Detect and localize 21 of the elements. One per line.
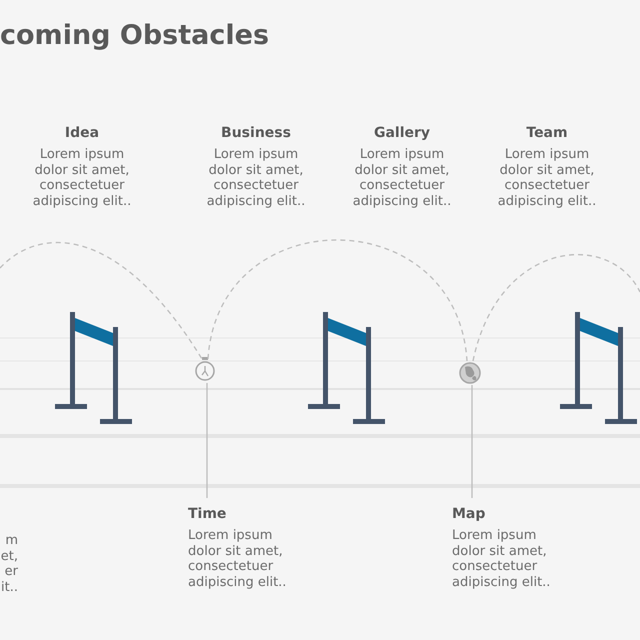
cropped-description: m et, er it..	[0, 533, 18, 595]
jump-path	[207, 240, 468, 362]
title: coming Obstacles	[0, 20, 270, 51]
item-heading: Business	[220, 125, 292, 141]
item-description: Lorem ipsum dolor sit amet, consectetuer adipiscing elit..	[188, 528, 288, 590]
item-heading: Time	[188, 506, 228, 522]
jump-path	[472, 254, 640, 362]
stopwatch-icon	[195, 357, 215, 381]
item-description: Lorem ipsum dolor sit amet, consectetuer adipiscing elit..	[352, 147, 452, 209]
item-heading: Team	[525, 125, 569, 141]
leader-line	[471, 385, 473, 498]
item-description: Lorem ipsum dolor sit amet, consectetuer adipiscing elit..	[206, 147, 306, 209]
item-description: Lorem ipsum dolor sit amet, consectetuer adipiscing elit..	[496, 147, 598, 209]
globe-icon	[459, 362, 481, 384]
item-heading: Map	[452, 506, 486, 522]
item-description: Lorem ipsum dolor sit amet, consectetuer adipiscing elit..	[452, 528, 552, 590]
jump-path	[0, 242, 203, 360]
leader-line	[206, 383, 208, 498]
item-description: Lorem ipsum dolor sit amet, consectetuer adipiscing elit..	[32, 147, 132, 209]
item-heading: Idea	[64, 125, 100, 141]
item-heading: Gallery	[372, 125, 432, 141]
